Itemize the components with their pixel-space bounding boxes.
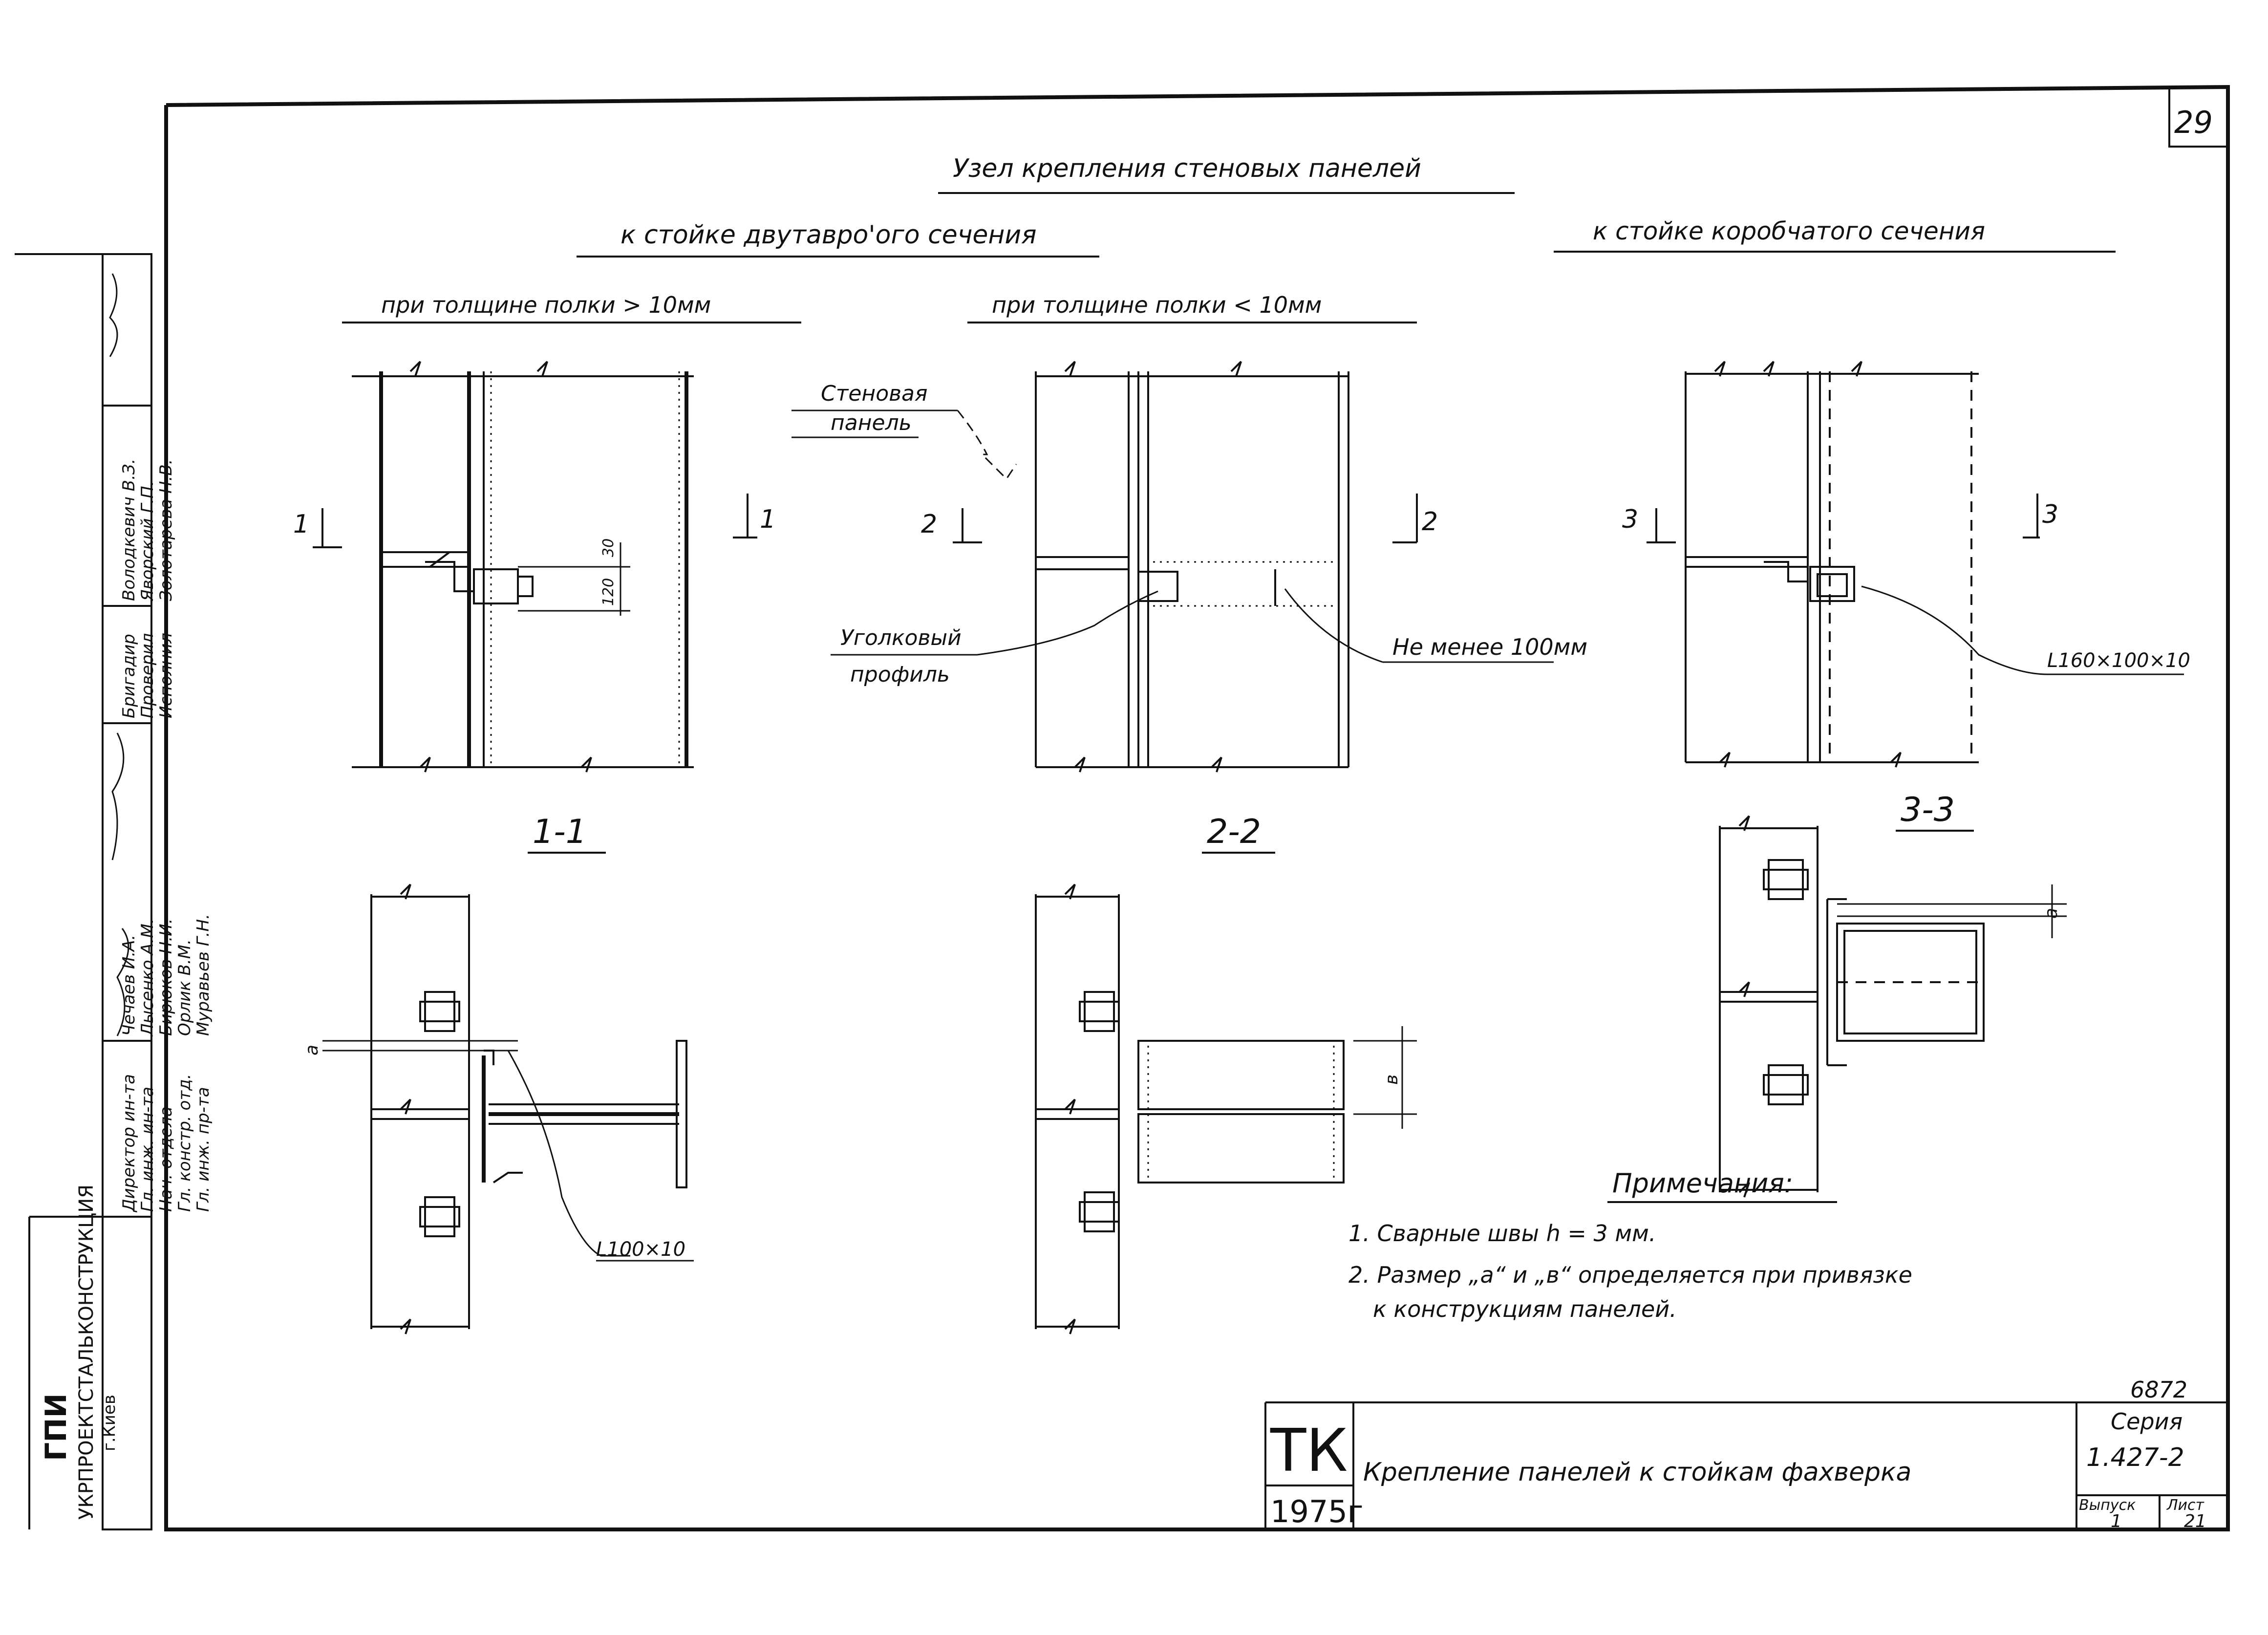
cut-mark-3-left: 3 [1622, 505, 1638, 534]
page-number: 29 [2174, 105, 2213, 140]
cut-mark-1-left: 1 [293, 510, 309, 539]
stamp-name-2: Лысенко А.М. [138, 918, 157, 1037]
dim-120: 120 [600, 578, 617, 606]
series-stamp: 6872 [2130, 1377, 2187, 1403]
stamp-role2-3: Исполнил [156, 633, 176, 718]
sheet-label: Лист [2166, 1497, 2205, 1514]
note-2a: 2. Размер „а“ и „в“ определяется при при… [1348, 1262, 1912, 1288]
notes: Примечания: 1. Сварные швы h = 3 мм. 2. … [1348, 1168, 1912, 1322]
section-2-2: 2-2 [1207, 813, 1261, 851]
elevation-1: 120 30 1 1 [293, 361, 776, 773]
main-title: Узел крепления стеновых панелей [953, 154, 1421, 183]
label-wall-panel-2: панель [831, 410, 912, 435]
logo-tk: ТК [1270, 1417, 1348, 1485]
section-headings: 1-1 2-2 3-3 [528, 791, 1974, 854]
dim-a-1: а [302, 1045, 322, 1055]
sub-title-thin: при толщине полки < 10мм [992, 292, 1322, 318]
label-angle-l160: L160×100×10 [2047, 649, 2190, 672]
cut-mark-3-right: 3 [2042, 500, 2058, 529]
dim-b: в [1382, 1075, 1402, 1085]
stamp-role-4: Гл. констр. отд. [175, 1074, 194, 1212]
stamp-role-5: Гл. инж. пр-та [193, 1087, 213, 1212]
label-wall-panel-1: Стеновая [821, 381, 927, 406]
drawing-name: Крепление панелей к стойкам фахверка [1363, 1458, 1911, 1487]
stamp-org-gpi: ГПИ [39, 1393, 73, 1461]
stamp-role2-1: Бригадир [119, 634, 139, 718]
sub-title-thick: при толщине полки > 10мм [381, 292, 711, 318]
stamp-org-city: г.Киев [100, 1395, 119, 1451]
label-angle-l100: L100×10 [596, 1238, 685, 1261]
note-1: 1. Сварные швы h = 3 мм. [1348, 1220, 1656, 1247]
issue-value: 1 [2111, 1511, 2122, 1531]
stamp-name-1: Чечаев И.А. [119, 935, 139, 1036]
label-not-less: Не менее 100мм [1392, 634, 1587, 660]
label-angle-profile-1: Уголковый [840, 625, 962, 650]
stamp-name-5: Муравьев Г.Н. [193, 914, 213, 1036]
stamp-role-3: Нач. отдела [156, 1106, 176, 1212]
elevation-2: 2 2 Стеновая панель Уголковый профиль Не… [792, 361, 1587, 773]
cut-mark-2-right: 2 [1422, 507, 1438, 537]
stamp-name-3: Бирюков Н.И. [156, 919, 176, 1036]
dim-30: 30 [600, 538, 617, 557]
section-3-3-drawing: а [1719, 815, 2067, 1198]
cut-mark-2-left: 2 [921, 510, 937, 539]
issue-label: Выпуск [2079, 1497, 2136, 1514]
stamp-role-2: Гл. инж. ин-та [138, 1087, 157, 1212]
right-group-title: к стойке коробчатого сечения [1593, 217, 1985, 245]
notes-heading: Примечания: [1612, 1168, 1793, 1199]
note-2b: к конструкциям панелей. [1373, 1296, 1677, 1322]
section-1-1: 1-1 [533, 813, 587, 851]
stamp-name2-2: Яворский Г.П. [138, 481, 157, 602]
stamp-name2-3: Золотарева Н.В. [156, 459, 176, 601]
cut-mark-1-right: 1 [760, 505, 776, 534]
stamp-role2-2: Проверил [138, 633, 157, 718]
stamp-name-4: Орлик В.М. [175, 939, 194, 1036]
section-1-1-drawing: а L100×10 [302, 883, 694, 1334]
signature-marks [109, 273, 129, 1036]
sheet-value: 21 [2184, 1511, 2206, 1531]
title-block: 6872 ТК 1975г Крепление панелей к стойка… [1264, 1377, 2228, 1531]
elevation-3: 3 3 L160×100×10 [1622, 361, 2190, 768]
stamp-role-1: Директор ин-та [119, 1074, 139, 1213]
series-value: 1.427-2 [2086, 1443, 2184, 1472]
side-stamp: Директор ин-та Гл. инж. ин-та Нач. отдел… [28, 253, 213, 1530]
left-group-title: к стойке двутавро'ого сечения [620, 220, 1037, 250]
dim-a-3: а [2041, 908, 2061, 919]
section-3-3: 3-3 [1901, 791, 1955, 829]
stamp-name2-1: Володкевич В.З. [119, 459, 139, 601]
section-2-2-drawing: в [1035, 883, 1417, 1334]
series-label: Серия [2111, 1408, 2182, 1435]
titles: Узел крепления стеновых панелей к стойке… [342, 154, 2116, 323]
label-angle-profile-2: профиль [850, 662, 950, 687]
logo-year: 1975г [1270, 1494, 1363, 1529]
stamp-org-name: УКРПРОЕКТСТАЛЬКОНСТРУКЦИЯ [75, 1184, 98, 1520]
